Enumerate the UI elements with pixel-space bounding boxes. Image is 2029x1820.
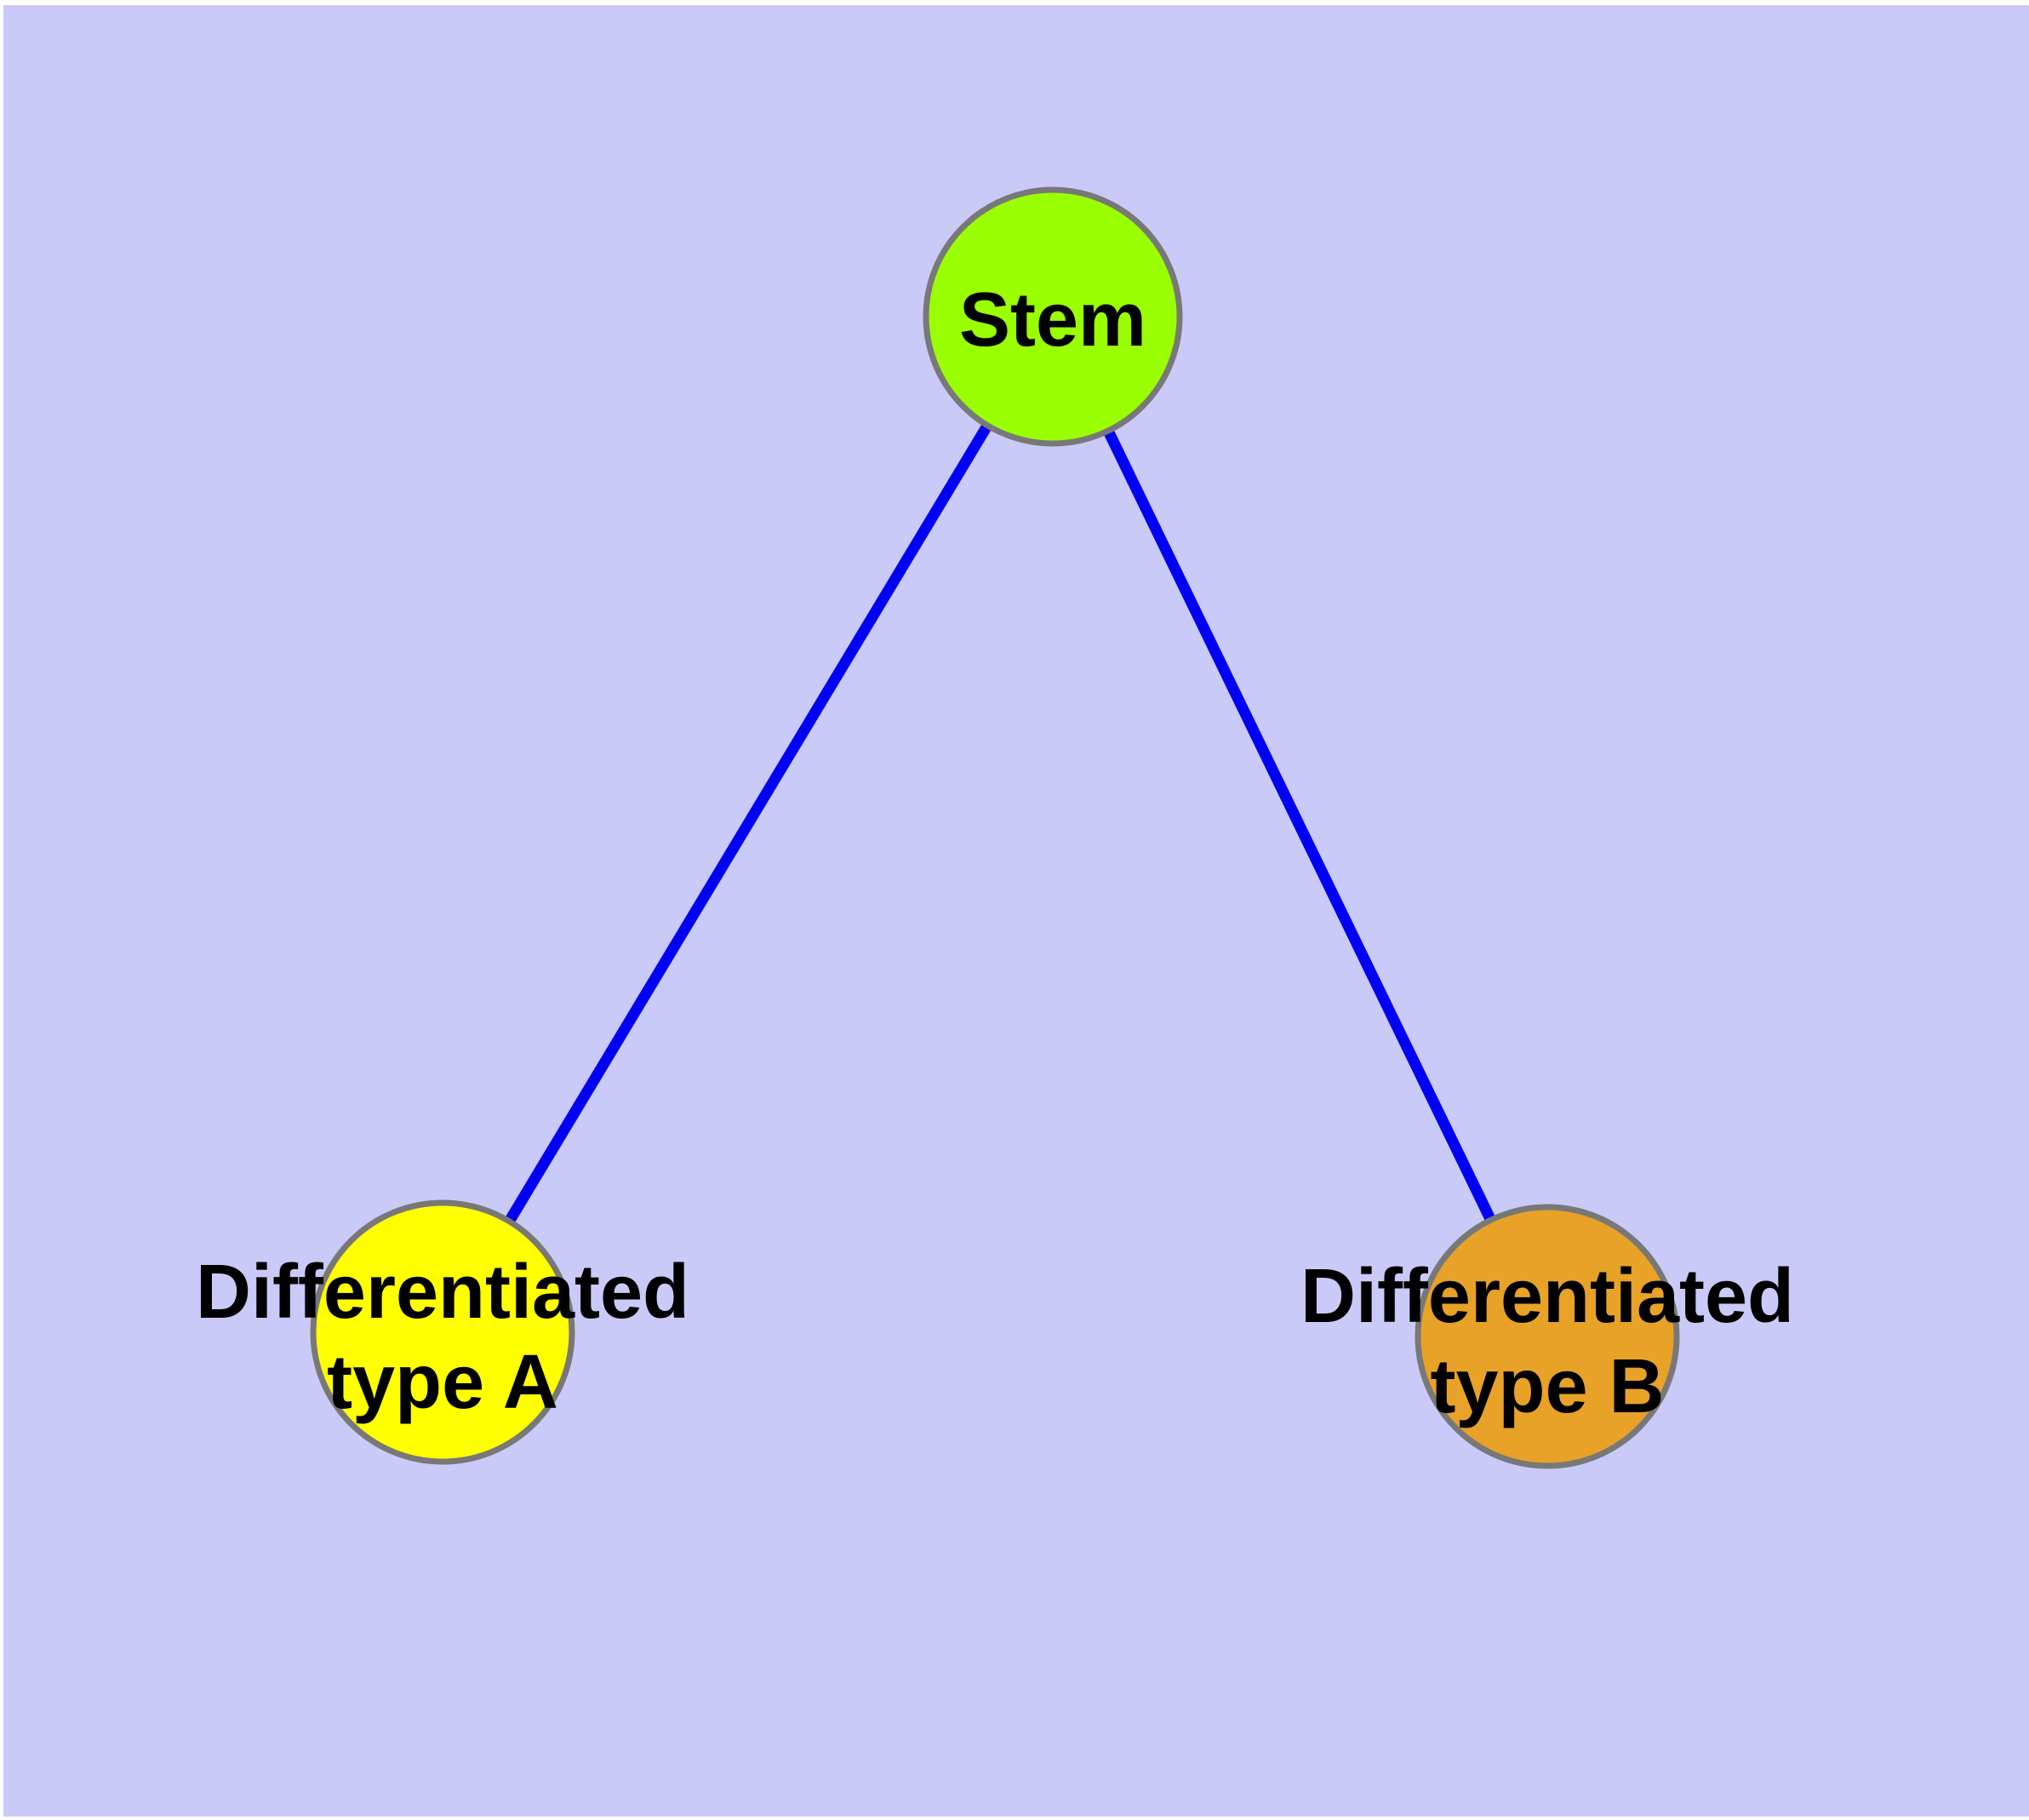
node-stem-label-line1: Stem [959, 278, 1146, 363]
node-differentiated-type-b-label-line2: type B [1430, 1344, 1664, 1429]
node-differentiated-type-b-circle [1415, 1204, 1680, 1469]
edge-stem-to-differentiated-type-b [1048, 314, 1552, 1339]
node-differentiated-type-a-label-line1: Differentiated [196, 1250, 689, 1335]
edge-stem-to-differentiated-type-a [437, 313, 1058, 1336]
node-differentiated-type-a-circle [310, 1199, 575, 1465]
node-differentiated-type-b-label-line1: Differentiated [1300, 1254, 1794, 1339]
node-differentiated-type-a-label-line2: type A [327, 1340, 558, 1425]
node-stem-circle [923, 186, 1183, 447]
